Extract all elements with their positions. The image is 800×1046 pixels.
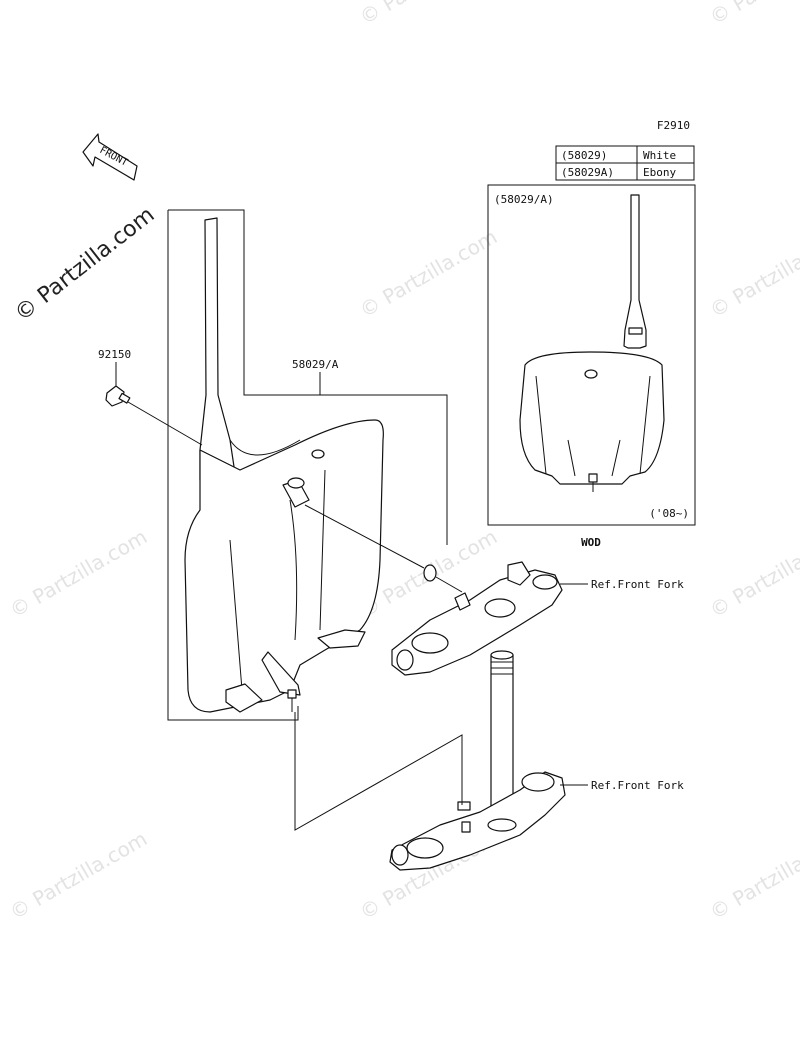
watermark: © Partzilla.com [706,826,800,924]
watermark: © Partzilla.com [6,524,152,622]
assembly-bracket-left [167,210,299,721]
number-plate [184,217,384,713]
brand-watermark-main: © Partzilla.com [10,203,159,327]
washer [423,564,437,582]
watermark: © Partzilla.com [356,0,502,29]
inset-part-label: (58029/A) [494,193,554,206]
inset-years: ('08~) [649,507,689,520]
watermark: © Partzilla.com [706,224,800,322]
inset-number-plate [519,194,665,492]
leader-washer [304,504,425,569]
front-arrow-icon: FRONT [82,133,138,181]
label-bolt: 92150 [98,348,131,361]
bolt-92150 [105,385,203,446]
steering-stem [490,650,514,826]
color-name-2: Ebony [643,166,676,179]
label-ref-upper: Ref.Front Fork [591,578,684,591]
watermark: © Partzilla.com [356,224,502,322]
watermark: © Partzilla.com [706,524,800,622]
label-ref-lower: Ref.Front Fork [591,779,684,792]
watermark: © Partzilla.com [706,0,800,29]
lower-triple-clamp [389,771,566,871]
color-table: (58029) White (58029A) Ebony [555,145,695,181]
assembly-bracket [168,209,448,545]
color-code-2: (58029A) [561,166,614,179]
label-plate: 58029/A [292,358,339,371]
inset-panel: (58029/A) ('08~) [487,184,696,526]
leader-washer-2 [435,576,463,593]
color-code-1: (58029) [561,149,607,162]
figure-code: F2910 [657,119,690,132]
watermark: © Partzilla.com [6,826,152,924]
inset-caption: WOD [581,536,601,549]
upper-triple-clamp [391,561,563,676]
lower-bracket [294,712,463,831]
color-name-1: White [643,149,676,162]
